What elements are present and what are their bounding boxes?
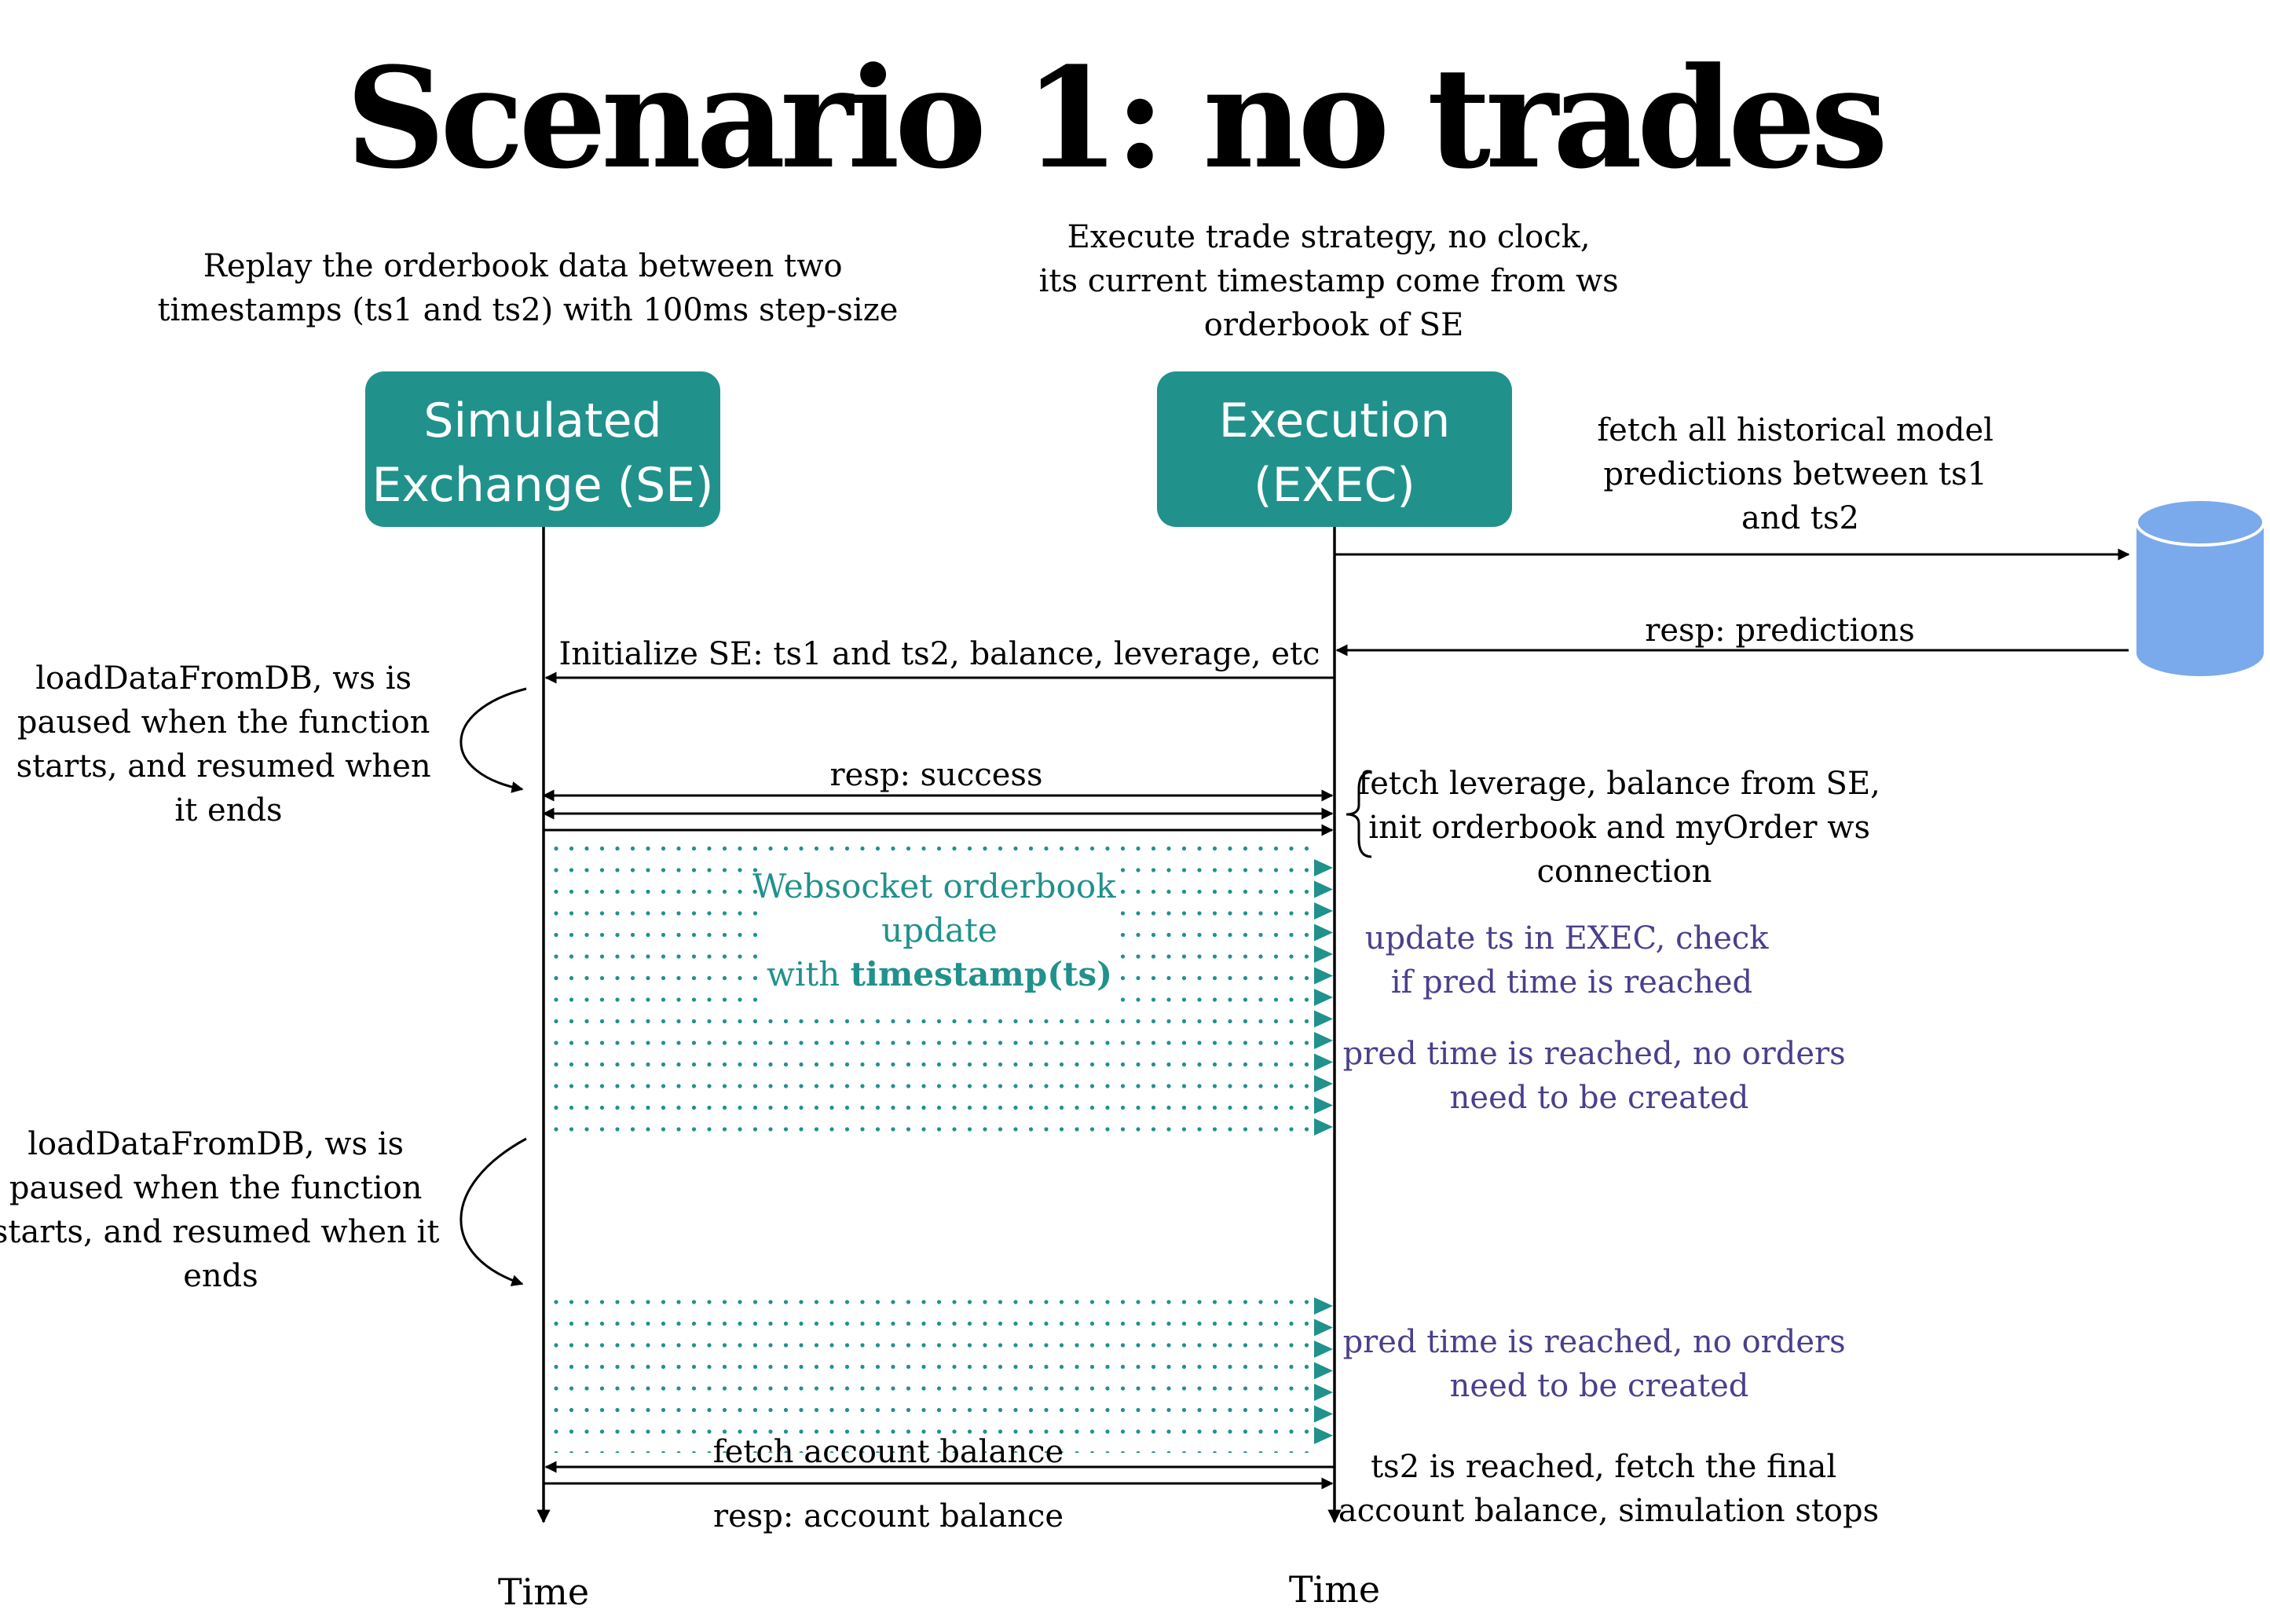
websocket-arrowhead [1314,1362,1333,1380]
actor-execution: Execution (EXEC) [1157,371,1512,527]
load-data-curve-arrow-1 [459,687,527,793]
page-title: Scenario 1: no trades [346,37,1883,199]
websocket-arrowheads-2 [1314,1297,1333,1444]
resp-account-balance-label: resp: account balance [713,1498,1064,1534]
resp-predictions-label: resp: predictions [1645,613,1915,649]
websocket-arrowhead [1314,1319,1333,1337]
exec-time-label: Time [1289,1568,1380,1611]
websocket-arrowhead [1314,1427,1333,1444]
pred-reached-note-1: pred time is reached, no orders need to … [1343,1036,1856,1116]
websocket-arrowheads-1 [1314,859,1333,1136]
actor-exec-line2: (EXEC) [1254,458,1415,513]
actor-exec-line1: Execution [1219,393,1450,448]
actor-simulated-exchange: Simulated Exchange (SE) [365,371,720,527]
websocket-arrowhead [1314,1341,1333,1358]
resp-success-label: resp: success [830,757,1043,793]
actor-se-line2: Exchange (SE) [372,458,713,513]
fetch-account-balance-label: fetch account balance [713,1434,1064,1470]
actor-se-line1: Simulated [423,393,661,448]
websocket-arrowhead [1314,1405,1333,1423]
websocket-arrowhead [1314,902,1333,920]
database-icon [2135,498,2265,676]
load-data-curve-arrow-2 [459,1137,527,1286]
websocket-arrowhead [1314,1075,1333,1092]
websocket-timestamp-label: with timestamp(ts) [767,955,1112,993]
websocket-dots-2 [551,1296,1318,1453]
websocket-arrowhead [1314,1297,1333,1315]
websocket-arrowhead [1314,1053,1333,1071]
websocket-arrowhead [1314,1010,1333,1028]
load-data-note-1: loadDataFromDB, ws is paused when the fu… [16,660,441,828]
actor-exec-box [1157,371,1512,527]
websocket-arrowhead [1314,1118,1333,1136]
websocket-stream-2 [551,1296,1333,1453]
websocket-arrowhead [1314,989,1333,1006]
websocket-arrowhead [1314,967,1333,985]
websocket-label: Websocket orderbook update [752,867,1126,949]
actor-se-box [365,371,720,527]
initialize-se-label: Initialize SE: ts1 and ts2, balance, lev… [558,636,1320,672]
se-time-label: Time [498,1571,589,1613]
websocket-arrowhead [1314,859,1333,876]
websocket-arrowhead [1314,880,1333,898]
websocket-stream-1 [551,840,1333,1147]
websocket-arrowhead [1314,1032,1333,1049]
pred-reached-note-2: pred time is reached, no orders need to … [1343,1324,1856,1404]
ts2-reached-note: ts2 is reached, fetch the final account … [1338,1449,1879,1529]
fetch-leverage-note: fetch leverage, balance from SE, init or… [1358,766,1890,890]
websocket-arrowhead [1314,924,1333,942]
websocket-arrowhead [1314,946,1333,963]
fetch-predictions-label: fetch all historical model predictions b… [1597,412,2003,536]
se-description: Replay the orderbook data between two ti… [158,248,899,328]
update-ts-note: update ts in EXEC, check if pred time is… [1365,920,1779,1000]
websocket-arrowhead [1314,1384,1333,1401]
curly-brace-icon [1346,770,1372,858]
load-data-note-2: loadDataFromDB, ws is paused when the fu… [0,1126,449,1294]
websocket-arrowhead [1314,1096,1333,1114]
exec-description: Execute trade strategy, no clock, its cu… [1039,219,1629,343]
websocket-label-bg [760,862,1118,1008]
